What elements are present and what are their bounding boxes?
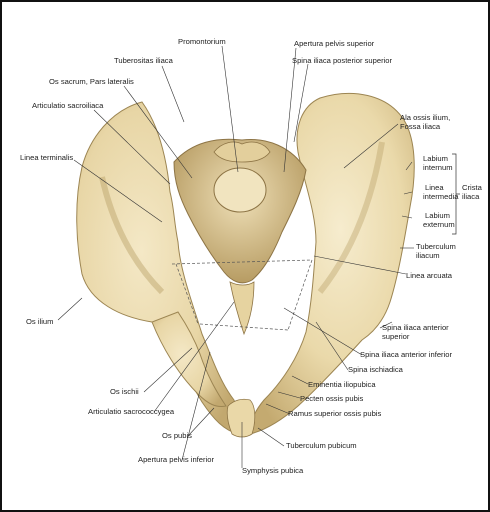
label-pecten-ossis-pubis: Pecten ossis pubis [300,394,364,403]
label-os-ischii: Os ischii [110,387,139,396]
coccyx [229,281,255,336]
label-os-sacrum: Os sacrum, Pars lateralis [49,77,134,86]
label-fossa-iliaca: Fossa iliaca [400,122,441,131]
label-tuberositas-iliaca: Tuberositas iliaca [114,56,173,65]
dashed-aperture-lines [171,259,313,331]
label-crista-iliaca-1: Crista [462,183,482,192]
label-tuberculum-iliacum-2: iliacum [416,251,440,260]
label-apertura-pelvis-superior: Apertura pelvis superior [294,39,375,48]
label-linea-intermedia-2: intermedia [423,192,459,201]
label-spina-iliaca-posterior-superior: Spina iliaca posterior superior [292,56,393,65]
label-labium-externum-1: Labium [425,211,450,220]
pubic-symphysis [226,398,256,438]
label-os-ilium: Os ilium [26,317,54,326]
label-spina-iliaca-anterior-superior-2: superior [382,332,410,341]
label-spina-iliaca-anterior-superior-1: Spina iliaca anterior [382,323,449,332]
label-tuberculum-pubicum: Tuberculum pubicum [286,441,357,450]
label-symphysis-pubica: Symphysis pubica [242,466,304,475]
crista-bracket [452,153,460,235]
label-linea-terminalis: Linea terminalis [20,153,74,162]
label-spina-ischiadica: Spina ischiadica [348,365,403,374]
label-labium-externum-2: externum [423,220,455,229]
label-linea-intermedia-1: Linea [425,183,444,192]
label-eminentia-iliopubica: Eminentia iliopubica [308,380,376,389]
label-ala-ossis-ilium: Ala ossis ilium, [400,113,451,122]
left-fossa-shadow [99,176,165,295]
label-linea-arcuata: Linea arcuata [406,271,453,280]
right-fossa-shadow [317,141,385,294]
left-ischium [151,311,227,407]
label-os-pubis: Os pubis [162,431,192,440]
label-articulatio-sacrococcygea: Articulatio sacrococcygea [88,407,175,416]
label-spina-iliaca-anterior-inferior: Spina iliaca anterior inferior [360,350,453,359]
label-apertura-pelvis-inferior: Apertura pelvis inferior [138,455,214,464]
promontory-body [213,167,267,213]
label-tuberculum-iliacum-1: Tuberculum [416,242,456,251]
label-articulatio-sacroiliaca: Articulatio sacroiliaca [32,101,104,110]
label-labium-internum-1: Labium [423,154,448,163]
label-promontorium: Promontorium [178,37,226,46]
label-ramus-superior-ossis-pubis: Ramus superior ossis pubis [288,409,382,418]
label-crista-iliaca-2: iliaca [462,192,480,201]
right-hip-bone [249,92,415,435]
label-labium-internum-2: internum [423,163,453,172]
leader-lines [57,45,414,468]
